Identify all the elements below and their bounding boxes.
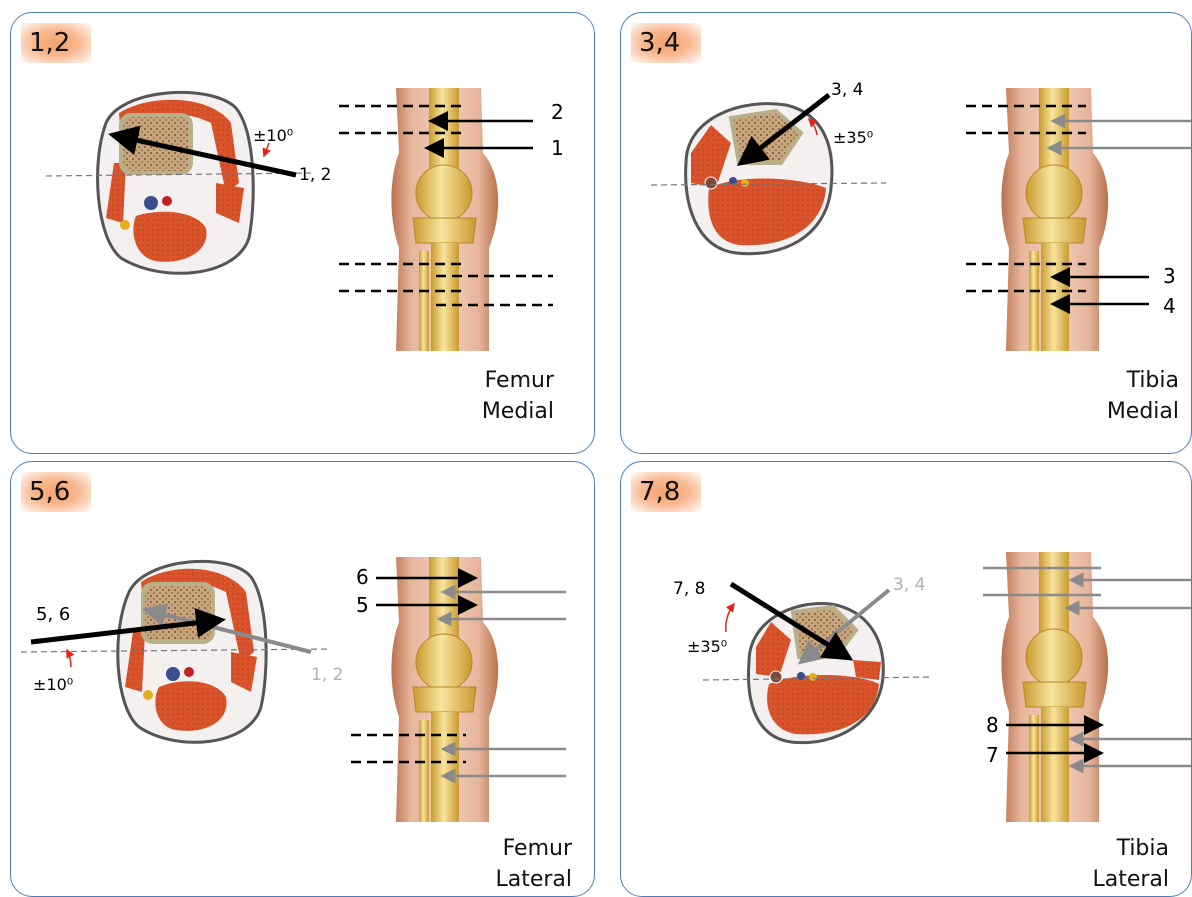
label-probe: 7, 8 [673,579,705,599]
knee-anatomy [391,557,498,822]
label-probe: 1, 2 [299,165,331,185]
label-2: 2 [551,100,564,124]
label-5: 5 [356,593,369,617]
caption-side: Medial [482,396,554,427]
tibia-lateral-diagram: 8 7 7, 8 3, 4 ±35⁰ [621,462,1192,897]
caption-bone: Tibia [1092,833,1169,864]
label-angle: ±35⁰ [833,128,873,147]
caption-bone: Femur [495,833,572,864]
label-7: 7 [986,743,999,767]
label-angle: ±10⁰ [33,675,73,694]
thigh-cross-section [46,92,311,273]
knee-anatomy [1001,88,1108,351]
caption: Femur Medial [482,365,554,427]
label-probe: 5, 6 [36,604,70,625]
caption-side: Medial [1107,396,1179,427]
panel-femur-medial: 1,2 [10,12,595,454]
panel-femur-lateral: 5,6 [10,461,595,897]
caption-side: Lateral [495,864,572,895]
label-angle: ±10⁰ [253,126,293,145]
label-ghost: 3, 4 [893,575,925,595]
knee-anatomy [1001,552,1108,822]
label-probe: 3, 4 [831,80,863,100]
thigh-cross-section [21,561,331,742]
label-6: 6 [356,565,369,589]
panel-tibia-medial: 3,4 [620,12,1192,454]
caption-bone: Tibia [1107,365,1179,396]
caption-side: Lateral [1092,864,1169,895]
caption: Tibia Medial [1107,365,1179,427]
label-4: 4 [1163,294,1176,318]
label-angle: ±35⁰ [687,637,727,656]
femur-lateral-diagram: 6 5 5, 6 1, 2 ±10⁰ [11,462,595,897]
caption: Femur Lateral [495,833,572,895]
panel-tibia-lateral: 7,8 [620,461,1192,897]
label-8: 8 [986,713,999,737]
caption: Tibia Lateral [1092,833,1169,895]
label-3: 3 [1163,264,1176,288]
caption-bone: Femur [482,365,554,396]
leg-cross-section [651,95,886,254]
label-ghost: 1, 2 [311,665,343,685]
knee-anatomy [391,88,498,351]
leg-cross-section [703,584,931,743]
label-1: 1 [551,136,564,160]
